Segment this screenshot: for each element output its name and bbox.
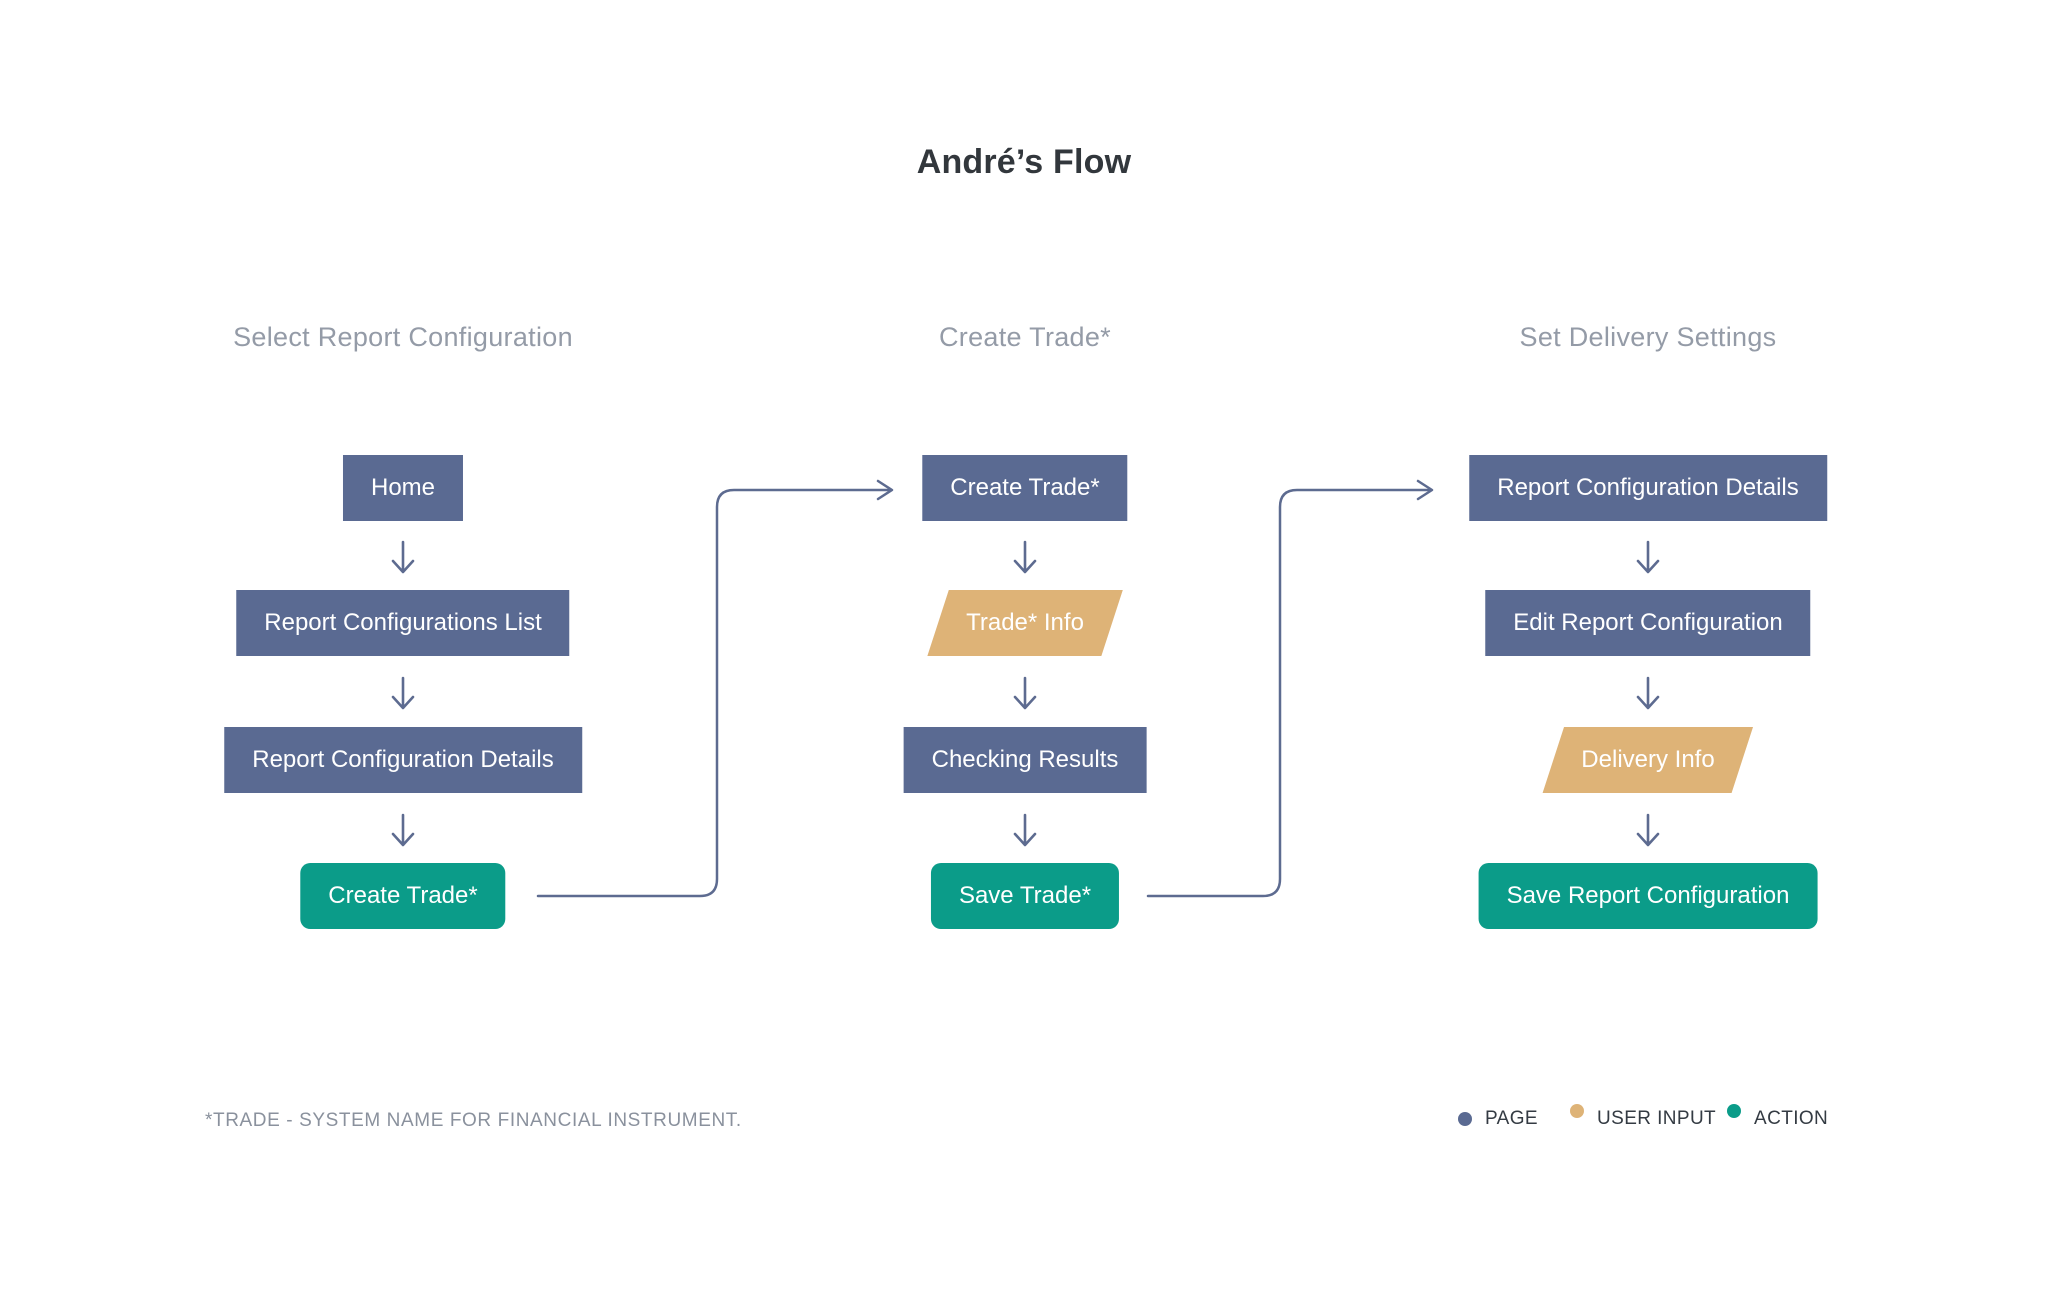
down-arrow-icon (1013, 813, 1037, 847)
down-arrow-icon (1013, 676, 1037, 710)
node-checking-results: Checking Results (903, 727, 1147, 793)
node-delivery-info-input: Delivery Info (1542, 727, 1754, 793)
down-arrow-icon (391, 676, 415, 710)
down-arrow-icon (1013, 540, 1037, 574)
node-save-report-configuration-action: Save Report Configuration (1478, 863, 1818, 929)
column-header: Set Delivery Settings (1519, 322, 1777, 352)
down-arrow-icon (1636, 813, 1660, 847)
node-report-configuration-details-2: Report Configuration Details (1469, 455, 1827, 521)
legend-label: PAGE (1485, 1108, 1538, 1129)
column-select-report-configuration: Select Report Configuration Home Report … (123, 0, 683, 1050)
down-arrow-icon (1636, 540, 1660, 574)
action-legend-dot-icon (1727, 1104, 1741, 1118)
column-header: Select Report Configuration (233, 322, 573, 352)
column-header: Create Trade* (939, 322, 1111, 352)
legend-item-page: PAGE (1458, 1108, 1538, 1130)
node-edit-report-configuration: Edit Report Configuration (1485, 590, 1811, 656)
down-arrow-icon (391, 813, 415, 847)
page-legend-dot-icon (1458, 1112, 1472, 1126)
down-arrow-icon (1636, 676, 1660, 710)
node-save-trade-action: Save Trade* (930, 863, 1120, 929)
down-arrow-icon (391, 540, 415, 574)
node-home: Home (342, 455, 464, 521)
node-label: Delivery Info (1581, 746, 1715, 773)
node-create-trade-page: Create Trade* (922, 455, 1128, 521)
user-input-legend-dot-icon (1570, 1104, 1584, 1118)
column-set-delivery-settings: Set Delivery Settings Report Configurati… (1368, 0, 1928, 1050)
legend-label: ACTION (1754, 1108, 1829, 1129)
footnote: *TRADE - SYSTEM NAME FOR FINANCIAL INSTR… (205, 1110, 742, 1131)
diagram-title: André’s Flow (916, 143, 1132, 181)
legend-item-action: ACTION (1727, 1104, 1829, 1130)
column-create-trade: Create Trade* Create Trade* Trade* Info … (745, 0, 1305, 1050)
node-label: Trade* Info (966, 609, 1084, 636)
node-report-configurations-list: Report Configurations List (236, 590, 570, 656)
legend-label: USER INPUT (1597, 1108, 1717, 1129)
node-create-trade-action: Create Trade* (300, 863, 506, 929)
legend-item-user-input: USER INPUT (1570, 1104, 1717, 1130)
node-report-configuration-details: Report Configuration Details (224, 727, 582, 793)
node-trade-info-input: Trade* Info (927, 590, 1123, 656)
